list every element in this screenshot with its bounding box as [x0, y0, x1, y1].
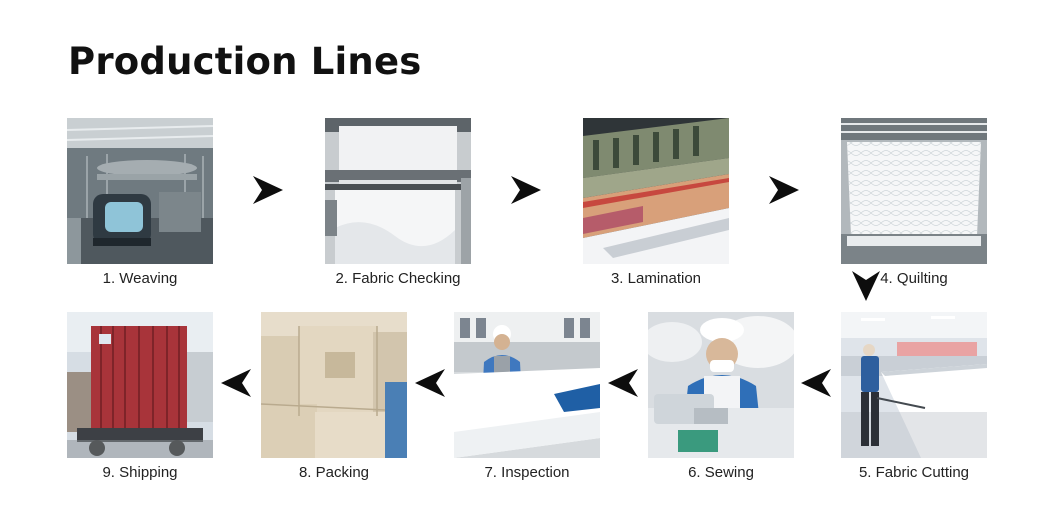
arrow-left-icon	[413, 366, 447, 400]
step-label: 9. Shipping	[102, 464, 178, 481]
step-sewing: 6. Sewing	[648, 312, 794, 481]
step-label: 2. Fabric Checking	[335, 270, 461, 287]
step-label: 4. Quilting	[880, 270, 948, 287]
step-fabric-checking: 2. Fabric Checking	[325, 118, 471, 287]
weaving-machine-photo	[67, 118, 213, 264]
step-packing: 8. Packing	[261, 312, 407, 481]
step-fabric-cutting: 5. Fabric Cutting	[841, 312, 987, 481]
step-label: 3. Lamination	[610, 270, 702, 287]
step-inspection: 7. Inspection	[454, 312, 600, 481]
carton-boxes-photo	[261, 312, 407, 458]
step-quilting: 4. Quilting	[841, 118, 987, 287]
step-weaving: 1. Weaving	[67, 118, 213, 287]
arrow-right-icon	[767, 173, 801, 207]
step-lamination: 3. Lamination	[583, 118, 729, 287]
step-label: 1. Weaving	[102, 270, 178, 287]
arrow-right-icon	[509, 173, 543, 207]
shipping-container-photo	[67, 312, 213, 458]
arrow-left-icon	[606, 366, 640, 400]
arrow-left-icon	[799, 366, 833, 400]
arrow-right-icon	[251, 173, 285, 207]
arrow-down-icon	[849, 269, 883, 303]
page-title: Production Lines	[68, 40, 422, 83]
fabric-cutting-photo	[841, 312, 987, 458]
quilted-panel-photo	[841, 118, 987, 264]
step-label: 8. Packing	[298, 464, 370, 481]
lamination-machine-photo	[583, 118, 729, 264]
step-label: 5. Fabric Cutting	[858, 464, 970, 481]
fabric-checking-photo	[325, 118, 471, 264]
inspection-workers-photo	[454, 312, 600, 458]
step-shipping: 9. Shipping	[67, 312, 213, 481]
sewing-worker-photo	[648, 312, 794, 458]
step-label: 7. Inspection	[484, 464, 570, 481]
step-label: 6. Sewing	[688, 464, 754, 481]
arrow-left-icon	[219, 366, 253, 400]
